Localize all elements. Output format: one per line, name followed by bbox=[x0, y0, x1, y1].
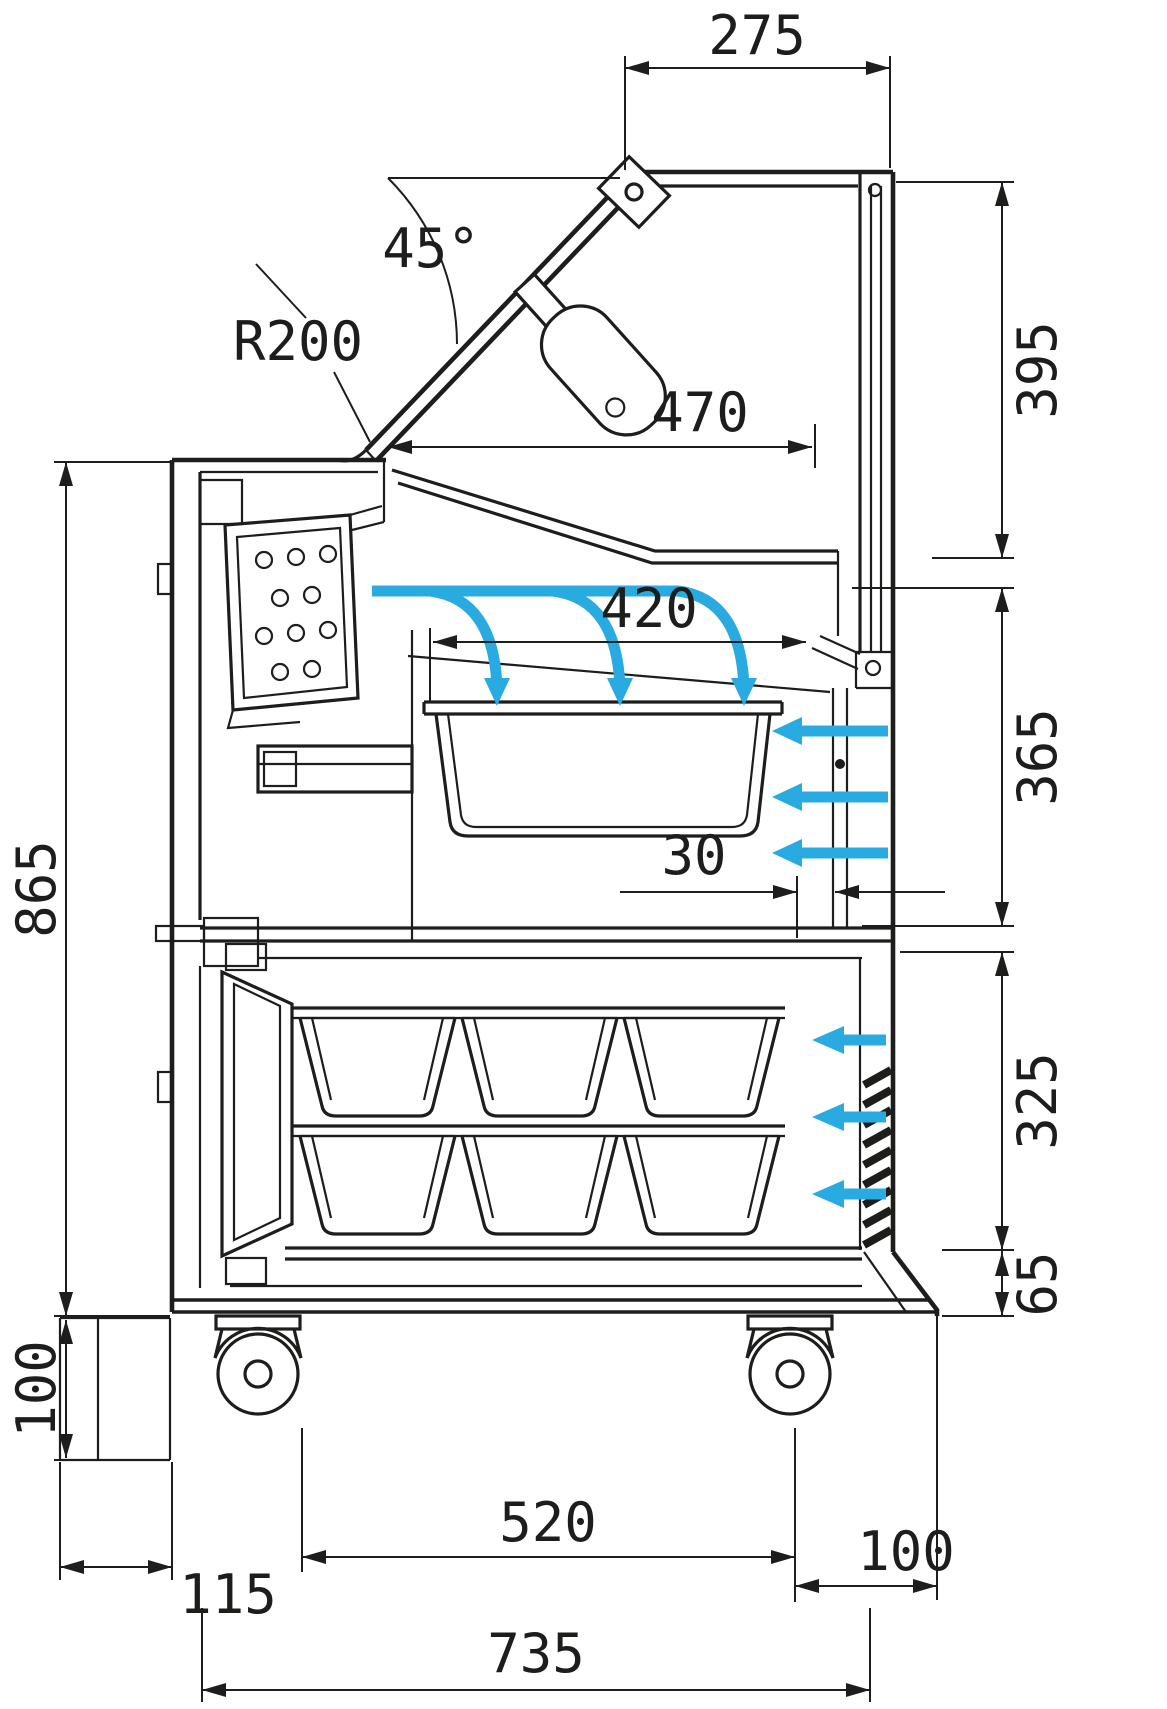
curved-glass-lid bbox=[337, 154, 672, 463]
dim-radius-r200: R200 bbox=[233, 263, 371, 443]
storage-bin bbox=[298, 1016, 457, 1118]
door-hinge-bottom bbox=[224, 1256, 268, 1286]
kick-panel bbox=[891, 1250, 940, 1316]
dim-115: 115 bbox=[59, 1462, 277, 1626]
dim-100-right-label: 100 bbox=[857, 1520, 955, 1583]
dim-420: 420 bbox=[429, 577, 806, 702]
dim-275-label: 275 bbox=[708, 4, 806, 67]
storage-bin bbox=[622, 1134, 781, 1236]
dim-65: 65 bbox=[942, 1250, 1069, 1317]
lid-hinge-plate bbox=[596, 154, 672, 230]
handle-grip bbox=[539, 304, 667, 437]
pan-inner-wall bbox=[446, 713, 760, 829]
caster-front bbox=[213, 1314, 303, 1416]
storage-bin bbox=[460, 1134, 619, 1236]
canopy-underside bbox=[391, 468, 861, 671]
airflow-arrowhead bbox=[812, 1026, 844, 1054]
glass-outer-edge bbox=[364, 180, 624, 452]
door-hinge-top bbox=[224, 942, 268, 972]
dim-470-label: 470 bbox=[651, 381, 749, 444]
dim-325: 325 bbox=[900, 951, 1069, 1251]
dim-520-label: 520 bbox=[499, 1491, 597, 1554]
dim-470: 470 bbox=[388, 381, 816, 468]
dim-865: 865 bbox=[5, 461, 170, 1317]
casters bbox=[213, 1314, 835, 1416]
mid-shelf bbox=[200, 926, 893, 960]
airflow-arrowhead bbox=[607, 678, 633, 706]
dim-865-label: 865 bbox=[5, 840, 68, 938]
perforation-holes bbox=[254, 544, 338, 682]
dim-395-label: 395 bbox=[1006, 321, 1069, 419]
airflow-arrowhead bbox=[731, 678, 757, 706]
top-frame bbox=[615, 169, 896, 1252]
pan-outer-wall bbox=[434, 713, 772, 838]
wall-tab-lower bbox=[156, 1070, 174, 1104]
dim-735-label: 735 bbox=[487, 1622, 585, 1685]
dim-395: 395 bbox=[896, 181, 1069, 559]
caster-rear bbox=[745, 1314, 835, 1416]
glass-inner-edge bbox=[374, 191, 634, 463]
dim-325-label: 325 bbox=[1006, 1052, 1069, 1150]
dim-420-label: 420 bbox=[600, 577, 698, 640]
airflow-curve-1 bbox=[372, 585, 503, 689]
dim-365-label: 365 bbox=[1006, 708, 1069, 806]
dim-100-right: 100 bbox=[795, 1315, 955, 1600]
dim-100-left: 100 bbox=[5, 1320, 170, 1461]
dim-365: 365 bbox=[852, 587, 1069, 927]
storage-bin bbox=[460, 1016, 619, 1118]
dim-angle-45: 45° bbox=[382, 177, 620, 345]
bottom-frame bbox=[172, 1284, 937, 1314]
airflow-arrowhead bbox=[772, 717, 802, 745]
discharge-louver bbox=[811, 634, 861, 671]
bumper-stripes bbox=[862, 1066, 893, 1249]
airflow-arrowhead bbox=[772, 783, 802, 811]
radius-label: R200 bbox=[233, 310, 363, 373]
angle-label: 45° bbox=[382, 217, 480, 280]
airflow-arrowhead bbox=[812, 1180, 844, 1208]
airflow-arrowhead bbox=[484, 678, 510, 706]
dim-115-label: 115 bbox=[179, 1563, 277, 1626]
storage-bin bbox=[298, 1134, 457, 1236]
airflow-arrowhead bbox=[812, 1103, 844, 1131]
support-arm bbox=[256, 744, 414, 794]
dim-735: 735 bbox=[201, 1608, 871, 1702]
dim-275: 275 bbox=[624, 4, 891, 170]
left-body bbox=[154, 457, 386, 1312]
dim-520: 520 bbox=[301, 1428, 796, 1602]
lid-handle bbox=[512, 272, 667, 437]
dim-30: 30 bbox=[620, 824, 945, 938]
wall-tab-upper bbox=[156, 562, 174, 596]
lower-door bbox=[220, 942, 294, 1286]
handle-hole bbox=[605, 397, 626, 418]
evaporator-panel bbox=[223, 504, 385, 730]
dim-65-label: 65 bbox=[1006, 1251, 1069, 1316]
pan-rim bbox=[422, 700, 784, 716]
dimensions: 275 45° R200 470 420 395 bbox=[5, 4, 1069, 1702]
display-deck-and-pan bbox=[256, 630, 831, 940]
airflow-arrowhead bbox=[772, 839, 802, 867]
air-duct-walls bbox=[831, 563, 849, 928]
storage-bin bbox=[622, 1016, 781, 1118]
dim-30-label: 30 bbox=[661, 824, 726, 887]
airflow-curve-3 bbox=[372, 585, 750, 689]
cabinet-structure bbox=[58, 154, 940, 1462]
duct-fastener-dot bbox=[835, 759, 845, 769]
dim-100-left-label: 100 bbox=[5, 1340, 68, 1438]
frame-corner-fastener bbox=[867, 182, 883, 198]
plinth-outline bbox=[58, 1316, 172, 1462]
storage-bins bbox=[285, 1006, 862, 1261]
airflow-arrows bbox=[372, 585, 888, 1208]
rear-glass-fastener bbox=[864, 659, 882, 677]
lid-hinge-pin bbox=[624, 182, 644, 202]
right-lower-wall bbox=[858, 958, 940, 1316]
